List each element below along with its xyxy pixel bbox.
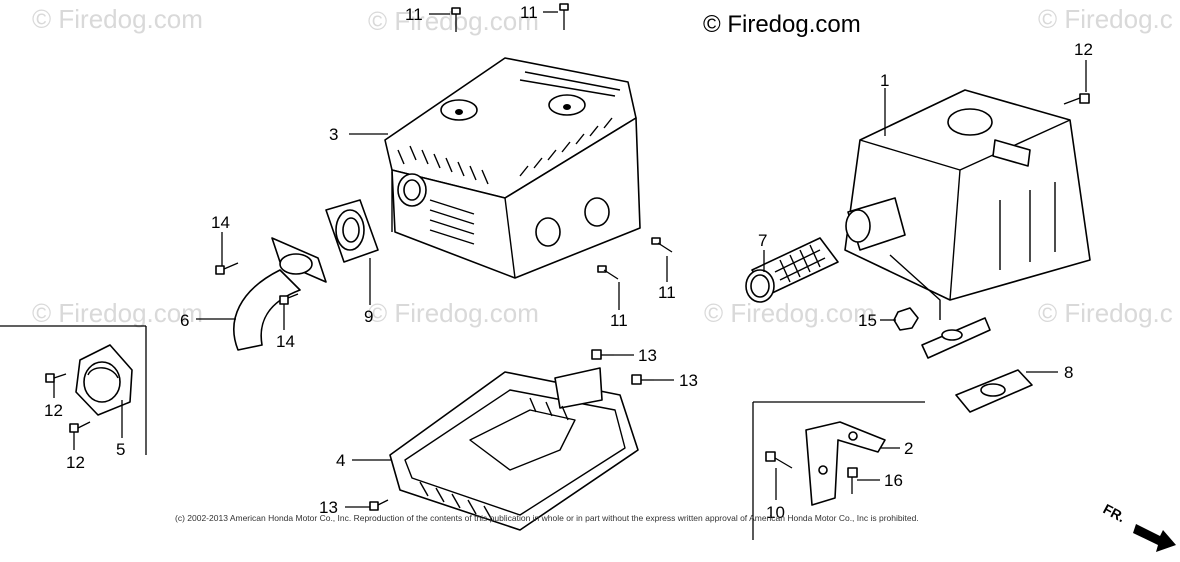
front-direction-label: FR. <box>1101 501 1128 526</box>
callout-5: 5 <box>116 440 125 459</box>
front-arrow-icon <box>1133 524 1176 552</box>
watermark-top-right: © Firedog.c <box>1038 4 1173 34</box>
callout-6: 6 <box>180 311 189 330</box>
bolt-14-a <box>215 262 239 275</box>
callout-11-lower: 11 <box>610 311 628 330</box>
part-3-shroud <box>384 57 641 279</box>
callout-9: 9 <box>364 307 373 326</box>
callout-11-right: 11 <box>658 283 676 302</box>
part-8-gasket <box>955 369 1033 413</box>
callout-1: 1 <box>880 71 889 90</box>
callout-15: 15 <box>858 311 877 330</box>
callout-10: 10 <box>766 503 785 522</box>
bolt-13-c <box>369 499 389 511</box>
part-1-muffler <box>844 89 1091 359</box>
callout-8: 8 <box>1064 363 1073 382</box>
watermark-layer: © Firedog.com © Firedog.com © Firedog.c … <box>32 4 1173 328</box>
front-direction-indicator: FR. <box>1101 501 1176 552</box>
bolt-16 <box>847 467 858 494</box>
watermark-mid-left: © Firedog.com <box>32 298 203 328</box>
part-5-cover <box>75 344 133 416</box>
callout-12-top: 12 <box>1074 40 1093 59</box>
callout-3: 3 <box>329 125 338 144</box>
bolt-11-b <box>559 3 569 30</box>
bolt-12-b <box>45 373 67 383</box>
bolt-11-c <box>651 237 673 253</box>
copyright-notice: (c) 2002-2013 American Honda Motor Co., … <box>175 513 919 523</box>
callouts: 3 1 12 11 11 11 11 7 9 6 14 14 5 12 12 1… <box>44 3 1093 522</box>
part-7-screen <box>745 237 839 303</box>
part-6-pipe <box>233 237 327 351</box>
part-2-bracket <box>805 421 886 506</box>
part-9-gasket <box>325 199 379 263</box>
callout-16: 16 <box>884 471 903 490</box>
bolt-10 <box>765 451 793 469</box>
callout-12-bottom: 12 <box>66 453 85 472</box>
bolt-12-c <box>69 421 91 433</box>
bolt-11-a <box>451 7 461 32</box>
callout-13-lower: 13 <box>319 498 338 517</box>
bolt-13-a <box>591 349 614 360</box>
callout-13-mid: 13 <box>679 371 698 390</box>
watermark-mid-right: © Firedog.com <box>704 298 875 328</box>
callout-12-mid: 12 <box>44 401 63 420</box>
frame-lines <box>0 325 925 540</box>
callout-14-top: 14 <box>211 213 230 232</box>
callout-14-bottom: 14 <box>276 332 295 351</box>
part-4-lower-shroud <box>389 367 639 531</box>
callout-13-upper: 13 <box>638 346 657 365</box>
callout-11-top-right: 11 <box>520 3 538 22</box>
bolt-11-d <box>597 265 619 280</box>
callout-7: 7 <box>758 231 767 250</box>
callout-2: 2 <box>904 439 913 458</box>
callout-11-top-left: 11 <box>405 5 423 24</box>
bolt-13-b <box>631 374 654 385</box>
bolt-12-a <box>1063 93 1090 105</box>
callout-4: 4 <box>336 451 345 470</box>
watermark-mid-center: © Firedog.com <box>368 298 539 328</box>
leader-lines <box>53 11 1087 508</box>
watermark-main: © Firedog.com <box>703 11 861 38</box>
watermark-mid-edge: © Firedog.c <box>1038 298 1173 328</box>
nut-15 <box>893 307 919 331</box>
watermark-top-left: © Firedog.com <box>32 4 203 34</box>
